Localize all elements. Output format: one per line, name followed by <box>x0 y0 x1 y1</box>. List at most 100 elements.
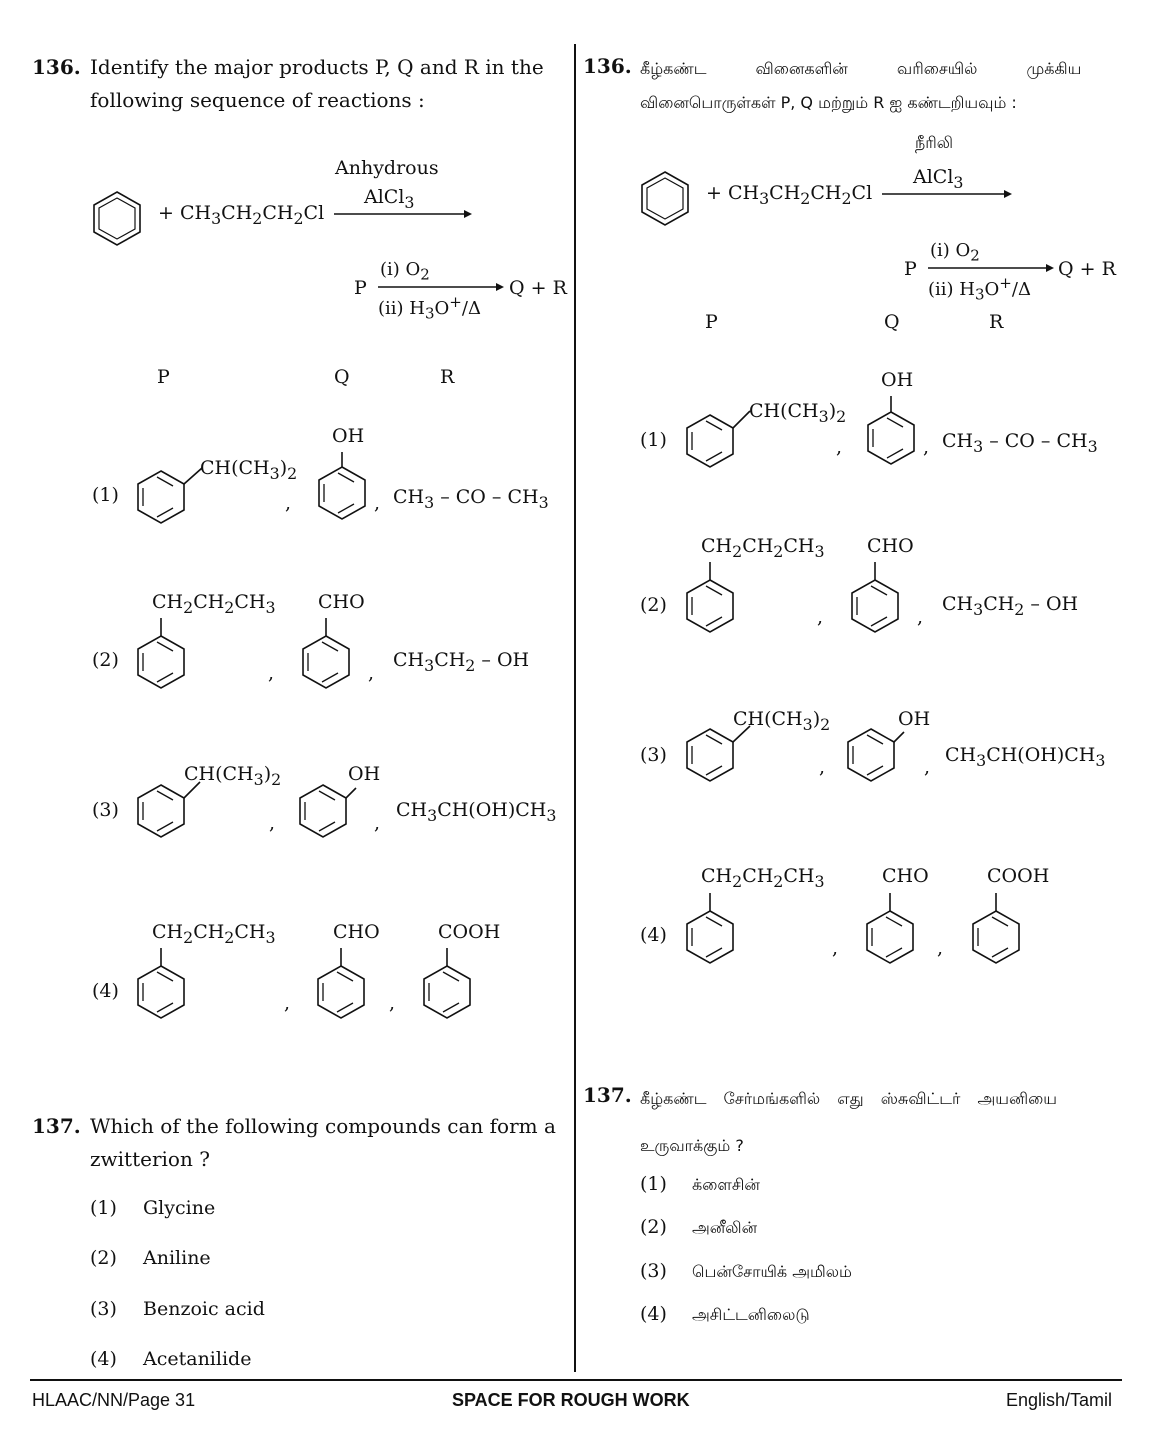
comma: , <box>374 812 381 834</box>
option-1-structures <box>686 396 915 468</box>
comma: , <box>836 436 843 458</box>
substituent-cooh: COOH <box>987 865 1050 887</box>
step2-end: Q + R <box>509 277 567 299</box>
option-number: (1) <box>640 1173 667 1195</box>
comma: , <box>389 992 396 1014</box>
option-number: (4) <box>90 1348 117 1370</box>
substituent-oh: OH <box>898 708 931 730</box>
option-number: (4) <box>640 924 667 946</box>
question-text-line1: கீழ்கண்ட சேர்மங்களில் எது ஸ்சுவிட்டர் அய… <box>640 1089 1057 1108</box>
option-number: (1) <box>92 484 119 506</box>
substituent-oh: OH <box>881 369 914 391</box>
option-aniline-ta: அனீலின் <box>692 1218 758 1237</box>
option-3-structures <box>686 725 905 782</box>
question-text-line1: கீழ்கண்ட வினைகளின் வரிசையில் முக்கிய <box>640 59 1082 78</box>
question-number: 137. <box>583 1083 632 1107</box>
option-number: (3) <box>90 1298 117 1320</box>
option-glycine-ta: க்ளைசின் <box>692 1175 760 1194</box>
reaction-scheme-en <box>93 191 504 291</box>
reagent-anhydrous-ta: நீரிலி <box>915 133 954 152</box>
substituent-cho: CHO <box>333 921 380 943</box>
option-number: (3) <box>640 744 667 766</box>
footer-rough-work: SPACE FOR ROUGH WORK <box>452 1390 690 1410</box>
comma: , <box>268 662 275 684</box>
substituent-isopropyl: CH(CH3)2 <box>184 763 282 789</box>
column-divider <box>574 44 576 1372</box>
substituent-oh: OH <box>348 763 381 785</box>
option-number: (1) <box>90 1197 117 1219</box>
option-glycine: Glycine <box>143 1197 216 1219</box>
product-r-isopropanol: CH3CH(OH)CH3 <box>945 744 1106 770</box>
option-benzoic-acid: Benzoic acid <box>143 1298 265 1320</box>
option-number: (2) <box>92 649 119 671</box>
reagent-alcl3: AlCl3 <box>913 166 964 192</box>
comma: , <box>832 937 839 959</box>
reaction-scheme-ta <box>641 171 1054 272</box>
step2-end: Q + R <box>1058 258 1116 280</box>
footer-rule <box>30 1379 1122 1381</box>
option-benzoic-acid-ta: பென்சோயிக் அமிலம் <box>692 1262 852 1281</box>
comma: , <box>285 492 292 514</box>
step2-condition-2: (ii) H3O+/Δ <box>378 293 481 323</box>
comma: , <box>923 436 930 458</box>
comma: , <box>819 756 826 778</box>
substituent-isopropyl: CH(CH3)2 <box>200 457 298 483</box>
options-structures-ta <box>686 396 1020 964</box>
footer-page-id: HLAAC/NN/Page 31 <box>32 1390 196 1410</box>
step2-start: P <box>354 277 367 299</box>
product-r-isopropanol: CH3CH(OH)CH3 <box>396 799 557 825</box>
benzene-ring <box>641 171 689 226</box>
substituent-isopropyl: CH(CH3)2 <box>749 400 847 426</box>
column-label-r: R <box>440 366 455 388</box>
question-text-line2: உருவாக்கும் ? <box>640 1136 744 1155</box>
reactant-propyl-chloride: + CH3CH2CH2Cl <box>706 182 873 208</box>
option-acetanilide-ta: அசிட்டனிலைடு <box>692 1305 810 1324</box>
column-label-p: P <box>157 366 170 388</box>
reagent-alcl3: AlCl3 <box>364 186 415 212</box>
substituent-cho: CHO <box>867 535 914 557</box>
product-r-ethanol: CH3CH2 – OH <box>393 649 530 675</box>
option-number: (2) <box>640 594 667 616</box>
option-number: (4) <box>640 1303 667 1325</box>
product-r-ethanol: CH3CH2 – OH <box>942 593 1079 619</box>
benzene-ring <box>93 191 141 246</box>
comma: , <box>937 937 944 959</box>
reactant-propyl-chloride: + CH3CH2CH2Cl <box>158 202 325 228</box>
substituent-isopropyl: CH(CH3)2 <box>733 708 831 734</box>
question-text-line1: Identify the major products P, Q and R i… <box>90 55 544 79</box>
option-1-structures <box>137 452 366 524</box>
comma: , <box>284 992 291 1014</box>
option-acetanilide: Acetanilide <box>143 1348 252 1370</box>
reagent-anhydrous: Anhydrous <box>335 157 439 179</box>
column-label-r: R <box>989 311 1004 333</box>
footer-language: English/Tamil <box>1006 1390 1113 1410</box>
comma: , <box>269 812 276 834</box>
option-number: (2) <box>90 1247 117 1269</box>
question-text-line2: zwitterion ? <box>90 1147 210 1171</box>
substituent-oh: OH <box>332 425 365 447</box>
column-label-q: Q <box>334 366 350 388</box>
substituent-cooh: COOH <box>438 921 501 943</box>
option-2-structures <box>137 618 350 689</box>
comma: , <box>817 606 824 628</box>
question-number: 136. <box>583 54 632 78</box>
substituent-cho: CHO <box>882 865 929 887</box>
comma: , <box>924 756 931 778</box>
option-number: (1) <box>640 429 667 451</box>
option-number: (2) <box>640 1216 667 1238</box>
substituent-propyl: CH2CH2CH3 <box>701 865 825 891</box>
option-aniline: Aniline <box>143 1247 211 1269</box>
question-text-line2: following sequence of reactions : <box>90 88 425 112</box>
option-4-structures <box>686 893 1020 964</box>
option-2-structures <box>686 562 899 633</box>
comma: , <box>368 662 375 684</box>
option-3-structures <box>137 781 357 838</box>
option-number: (4) <box>92 980 119 1002</box>
substituent-propyl: CH2CH2CH3 <box>152 591 276 617</box>
column-label-p: P <box>705 311 718 333</box>
step2-condition-1: (i) O2 <box>930 240 980 265</box>
substituent-propyl: CH2CH2CH3 <box>701 535 825 561</box>
product-r-acetone: CH3 – CO – CH3 <box>942 430 1098 456</box>
substituent-propyl: CH2CH2CH3 <box>152 921 276 947</box>
comma: , <box>374 492 381 514</box>
